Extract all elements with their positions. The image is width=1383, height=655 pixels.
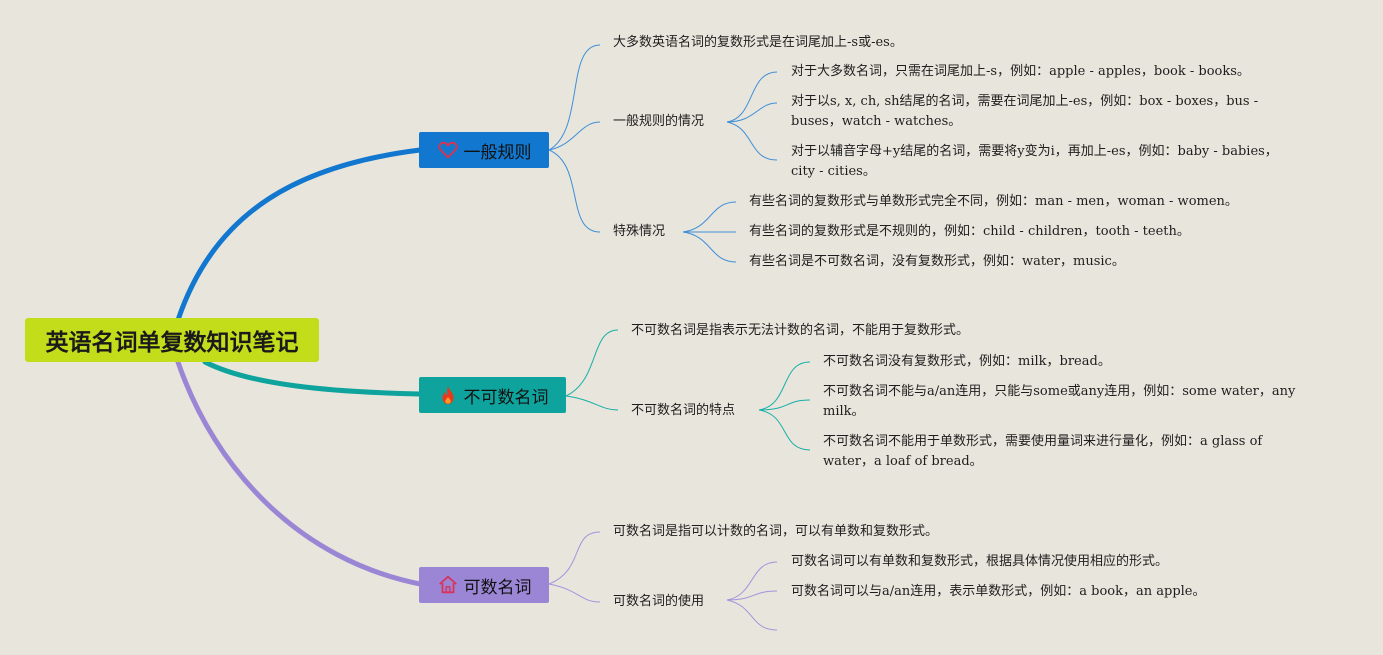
leaf-text: 不可数名词是指表示无法计数的名词，不能用于复数形式。 (631, 323, 970, 338)
branch-node-general-rules[interactable]: 一般规则 (419, 132, 549, 168)
leaf-text: 大多数英语名词的复数形式是在词尾加上-s或-es。 (613, 35, 903, 50)
heart-icon (437, 139, 459, 161)
root-label: 英语名词单复数知识笔记 (45, 330, 299, 356)
branch-1-links (548, 44, 778, 263)
branch-node-countable-nouns[interactable]: 可数名词 (419, 567, 549, 603)
branch-label: 不可数名词 (463, 387, 549, 408)
home-icon (437, 574, 459, 596)
subtopic-label[interactable]: 不可数名词的特点 (631, 403, 736, 418)
subtopic-label[interactable]: 特殊情况 (613, 224, 666, 239)
leaf-text: 有些名词的复数形式是不规则的，例如：child - children，tooth… (749, 224, 1190, 239)
subtopic-label[interactable]: 可数名词的使用 (613, 594, 705, 609)
branch-2-links (565, 329, 811, 451)
leaf-text: 有些名词的复数形式与单数形式完全不同，例如：man - men，woman - … (749, 194, 1238, 209)
leaf-text: 不可数名词没有复数形式，例如：milk，bread。 (823, 354, 1111, 369)
fire-icon (437, 384, 459, 406)
leaf-text: 不可数名词不能用于单数形式，需要使用量词来进行量化，例如：a glass of … (823, 434, 1263, 469)
leaf-text: 有些名词是不可数名词，没有复数形式，例如：water，music。 (749, 254, 1125, 269)
branch-3-links (548, 531, 778, 631)
branch-node-uncountable-nouns[interactable]: 不可数名词 (419, 377, 566, 413)
root-to-branch-2-line (202, 359, 423, 397)
root-to-branch-1-line (175, 147, 423, 323)
leaf-text: 不可数名词不能与a/an连用，只能与some或any连用，例如：some wat… (823, 384, 1296, 419)
leaf-text: 可数名词可以有单数和复数形式，根据具体情况使用相应的形式。 (791, 554, 1169, 569)
leaf-text: 对于以s, x, ch, sh结尾的名词，需要在词尾加上-es，例如：box -… (791, 94, 1259, 129)
subtopic-label[interactable]: 一般规则的情况 (613, 114, 705, 129)
root-to-branch-3-line (175, 359, 423, 587)
leaf-text: 对于大多数名词，只需在词尾加上-s，例如：apple - apples，book… (791, 64, 1250, 79)
root-node[interactable]: 英语名词单复数知识笔记 (25, 318, 319, 362)
branch-label: 一般规则 (463, 142, 532, 163)
branch-label: 可数名词 (463, 577, 532, 598)
leaf-text: 对于以辅音字母+y结尾的名词，需要将y变为i，再加上-es，例如：baby - … (791, 144, 1278, 179)
leaf-text: 可数名词是指可以计数的名词，可以有单数和复数形式。 (613, 524, 939, 539)
leaf-text: 可数名词可以与a/an连用，表示单数形式，例如：a book，an apple。 (791, 584, 1206, 599)
